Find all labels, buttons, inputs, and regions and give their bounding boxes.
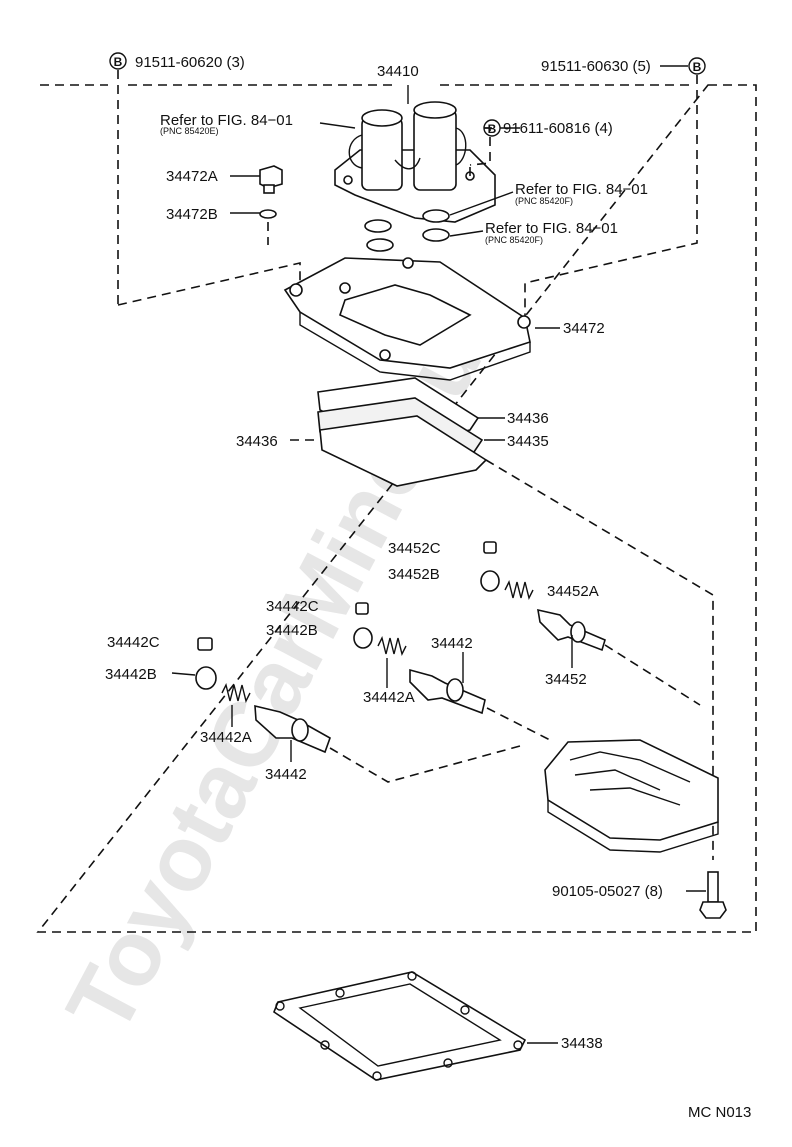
label-34442-mid: 34442 — [431, 635, 473, 652]
label-ref2-title: Refer to FIG. 84−01 — [515, 181, 648, 198]
spring-34442a-mid — [377, 635, 407, 657]
leader-ref3 — [449, 230, 484, 237]
leader-34442b-left — [171, 672, 196, 676]
o-ring-3 — [422, 209, 450, 223]
washer-34472b — [259, 209, 277, 219]
label-34442a-left: 34442A — [200, 729, 252, 746]
leader-gasket-to-bolt — [485, 459, 714, 860]
svg-text:B: B — [114, 55, 123, 69]
spring-34452a — [504, 579, 534, 601]
label-91611: 91611-60816 (4) — [503, 120, 613, 137]
label-34452: 34452 — [545, 671, 587, 688]
leader-ref1 — [319, 122, 356, 129]
valve-body — [544, 739, 719, 853]
label-34452a: 34452A — [547, 583, 599, 600]
o-ring-4 — [422, 228, 450, 242]
solenoid-assembly — [334, 101, 496, 223]
bolt-90105 — [699, 871, 727, 919]
label-34442b-left: 34442B — [105, 666, 157, 683]
label-34442b-mid: 34442B — [266, 622, 318, 639]
label-top-right-bolt: 91511-60630 (5) — [541, 58, 651, 75]
o-ring-2 — [366, 238, 394, 252]
label-34438: 34438 — [561, 1035, 603, 1052]
diagram-code: MC N013 — [688, 1104, 751, 1121]
plug-34442b-left — [195, 666, 217, 690]
callout-b-top-right: B — [688, 57, 706, 75]
leader-ref2 — [449, 191, 514, 216]
svg-text:B: B — [693, 60, 702, 74]
label-34442a-mid: 34442A — [363, 689, 415, 706]
leader-91611-dashed — [469, 127, 491, 166]
plug-34452c — [483, 541, 497, 554]
leader-34442-left-dashed — [329, 745, 521, 783]
label-34436-left: 34436 — [236, 433, 278, 450]
label-34436-right: 34436 — [507, 410, 549, 427]
plug-34452b — [480, 570, 500, 592]
gasket-34438 — [273, 971, 527, 1081]
label-assembly: 34410 — [377, 63, 419, 80]
gasket-34436-lower — [319, 415, 488, 487]
label-ref1-title: Refer to FIG. 84−01 — [160, 112, 293, 129]
label-34472b: 34472B — [166, 206, 218, 223]
leader-b-right-down — [524, 75, 698, 318]
svg-text:B: B — [488, 122, 497, 136]
valve-34442-mid — [409, 668, 486, 715]
label-ref3-title: Refer to FIG. 84−01 — [485, 220, 618, 237]
o-ring-1 — [364, 219, 392, 233]
plug-34442b-mid — [353, 627, 373, 649]
valve-34442-left — [254, 704, 331, 754]
label-34452b: 34452B — [388, 566, 440, 583]
label-90105: 90105-05027 (8) — [552, 883, 663, 900]
leader-34442-mid-dashed — [486, 707, 551, 741]
valve-34452 — [537, 608, 606, 652]
leader-b-left-plate — [117, 261, 301, 306]
leader-34452-dashed — [604, 644, 701, 706]
callout-b-top-left: B — [109, 52, 127, 70]
bolt-34472a — [259, 165, 283, 194]
plug-34442c-mid — [355, 602, 369, 615]
plate-34472 — [283, 257, 531, 381]
label-ref1-pnc: (PNC 85420E) — [160, 126, 219, 136]
label-34472: 34472 — [563, 320, 605, 337]
plug-34442c-left — [197, 637, 213, 651]
label-34472a: 34472A — [166, 168, 218, 185]
label-ref2-pnc: (PNC 85420F) — [515, 196, 573, 206]
label-34442c-mid: 34442C — [266, 598, 319, 615]
assembly-boundary — [36, 84, 757, 933]
label-top-left-bolt: 91511-60620 (3) — [135, 54, 245, 71]
label-34435: 34435 — [507, 433, 549, 450]
label-34452c: 34452C — [388, 540, 441, 557]
label-34442c-left: 34442C — [107, 634, 160, 651]
spring-34442a-left — [221, 682, 251, 704]
label-ref3-pnc: (PNC 85420F) — [485, 235, 543, 245]
label-34442-left: 34442 — [265, 766, 307, 783]
